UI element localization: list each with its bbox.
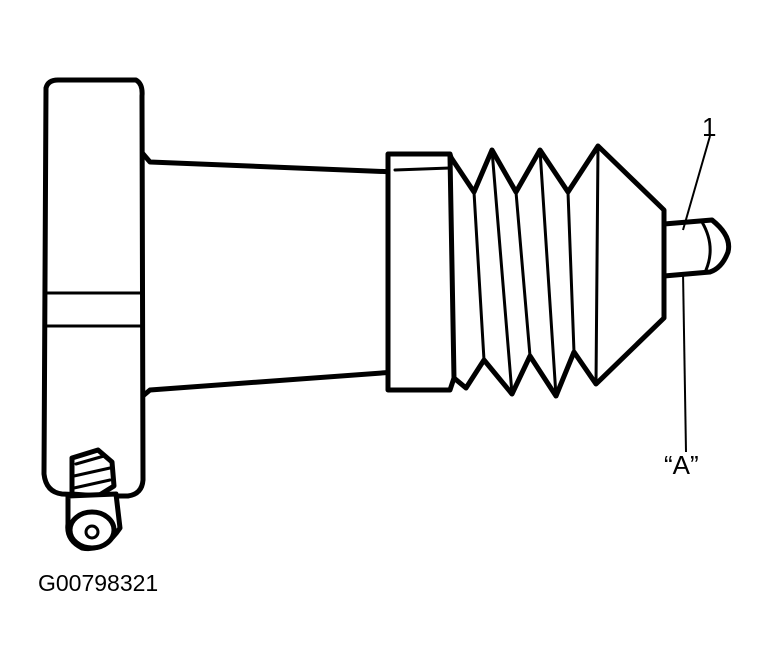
callout-1-label: 1 bbox=[702, 112, 717, 142]
bleeder-screw bbox=[65, 447, 123, 552]
cylinder-body bbox=[135, 145, 398, 403]
leader-line-a bbox=[682, 271, 687, 453]
boot-collar bbox=[385, 151, 457, 393]
bellows-fold-lines bbox=[472, 144, 600, 398]
boot-collar-edge bbox=[393, 166, 452, 172]
mounting-flange bbox=[41, 77, 146, 499]
bellows-boot bbox=[447, 143, 667, 399]
leader-line-1 bbox=[682, 135, 711, 231]
pushrod-tip-line bbox=[700, 220, 712, 272]
callout-a-label: “A” bbox=[664, 450, 699, 480]
figure-id-label: G00798321 bbox=[38, 570, 159, 596]
pushrod bbox=[661, 217, 732, 279]
